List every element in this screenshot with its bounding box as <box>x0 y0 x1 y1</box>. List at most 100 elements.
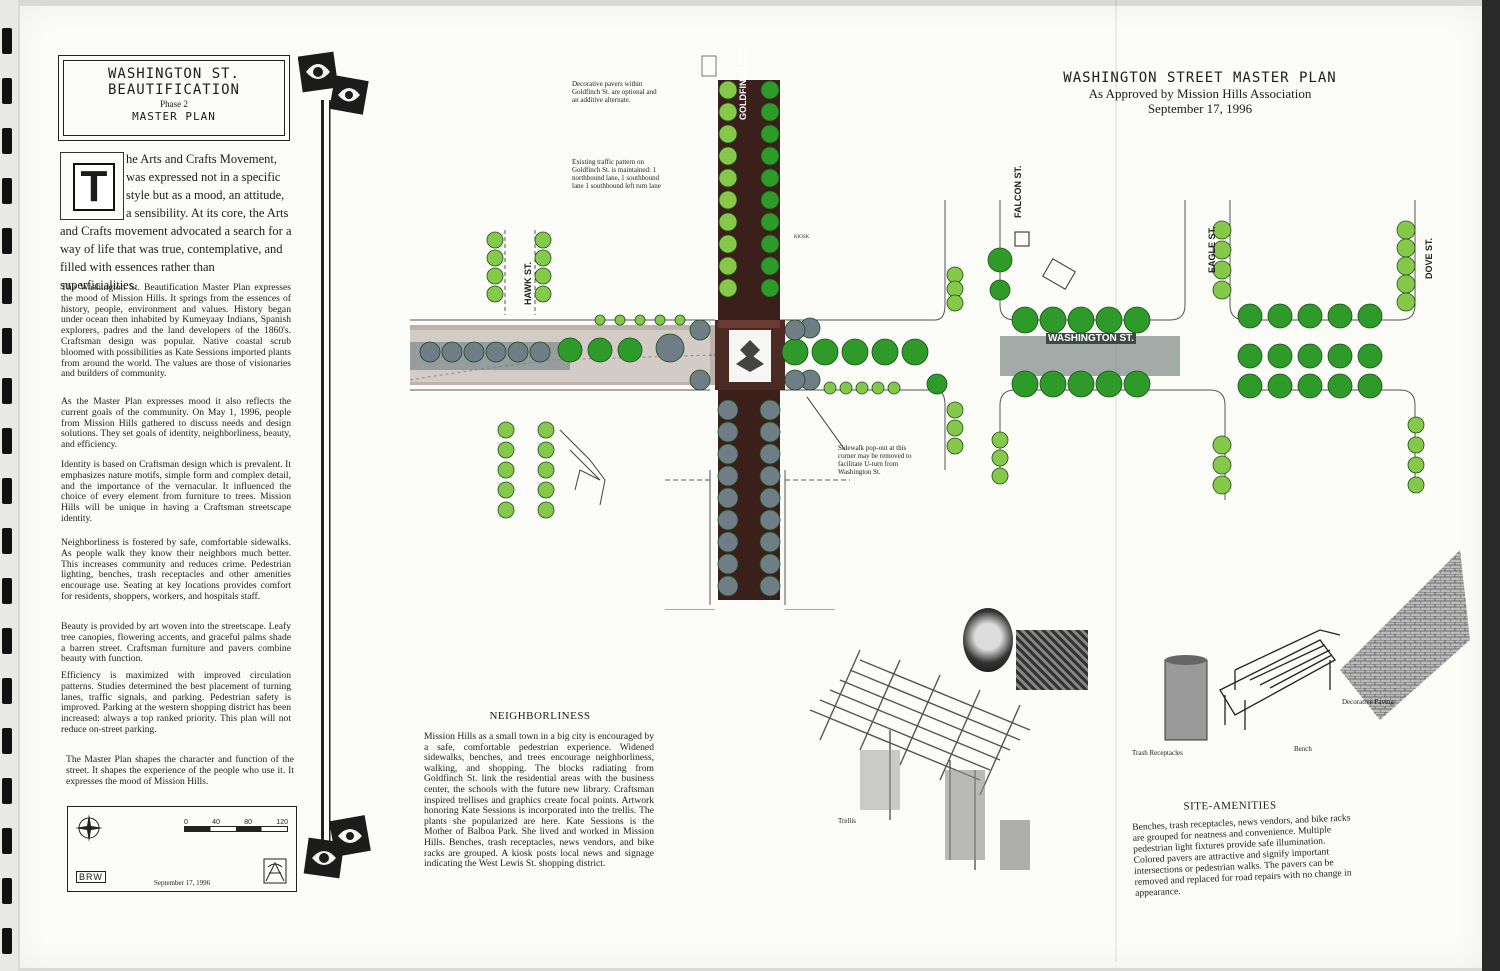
drop-cap-frame: T <box>60 152 124 220</box>
tree-icon <box>811 338 839 366</box>
tree-icon <box>485 341 507 363</box>
tree-icon <box>1396 256 1416 276</box>
site-amenities-heading: SITE-AMENITIES <box>1183 799 1277 813</box>
trellis-caption: Trellis <box>838 817 857 825</box>
tree-icon <box>1396 220 1416 240</box>
binding-ring <box>2 378 12 404</box>
tree-icon <box>654 314 666 326</box>
phase-label: Phase 2 <box>160 99 188 109</box>
plan-subtitle: MASTER PLAN <box>132 110 216 123</box>
tree-icon <box>655 333 685 363</box>
tree-icon <box>537 441 555 459</box>
tree-icon <box>717 509 739 531</box>
tree-icon <box>991 449 1009 467</box>
tree-icon <box>497 461 515 479</box>
binding-ring <box>2 828 12 854</box>
tree-icon <box>759 487 781 509</box>
tree-icon <box>759 443 781 465</box>
binding-ring <box>2 778 12 804</box>
tree-icon <box>594 314 606 326</box>
paving-caption: Decorative Paving <box>1342 698 1394 706</box>
stone-pillar <box>860 750 900 810</box>
tree-icon <box>486 231 504 249</box>
tree-icon <box>718 102 738 122</box>
tree-icon <box>926 373 948 395</box>
tree-icon <box>759 399 781 421</box>
binding-ring <box>2 228 12 254</box>
body-paragraph: Neighborliness is fostered by safe, comf… <box>61 537 291 602</box>
tree-icon <box>463 341 485 363</box>
tree-icon <box>1237 373 1263 399</box>
tree-icon <box>587 337 613 363</box>
right-edge-shadow <box>1482 0 1500 971</box>
tree-icon <box>689 319 711 341</box>
street-plan-map <box>410 55 1425 610</box>
tree-icon <box>1212 220 1232 240</box>
tree-icon <box>497 501 515 519</box>
tree-icon <box>617 337 643 363</box>
tree-icon <box>1297 373 1323 399</box>
tree-icon <box>1039 370 1067 398</box>
tree-icon <box>784 369 806 391</box>
tree-icon <box>946 419 964 437</box>
tree-icon <box>1237 343 1263 369</box>
stone-pillar <box>945 770 985 860</box>
tree-icon <box>1407 456 1425 474</box>
tree-icon <box>1212 240 1232 260</box>
tree-icon <box>717 465 739 487</box>
tree-icon <box>1212 280 1232 300</box>
binding-ring <box>2 678 12 704</box>
tree-icon <box>1212 435 1232 455</box>
body-paragraph: Beauty is provided by art woven into the… <box>61 621 291 665</box>
binding-ring <box>2 928 12 954</box>
tree-icon <box>760 256 780 276</box>
tree-icon <box>1267 373 1293 399</box>
tree-icon <box>1327 303 1353 329</box>
tree-icon <box>1357 343 1383 369</box>
tree-icon <box>557 337 583 363</box>
tree-icon <box>760 212 780 232</box>
kate-sessions-portrait <box>963 608 1013 672</box>
tree-icon <box>759 465 781 487</box>
tree-icon <box>718 124 738 144</box>
tree-icon <box>759 575 781 597</box>
binding-ring <box>2 78 12 104</box>
tree-icon <box>1212 455 1232 475</box>
tree-icon <box>718 190 738 210</box>
body-paragraph: The Washington St. Beautification Master… <box>61 282 291 380</box>
tree-icon <box>507 341 529 363</box>
tree-icon <box>534 231 552 249</box>
tree-icon <box>781 338 809 366</box>
traffic-note: Existing traffic pattern on Goldfinch St… <box>572 158 661 190</box>
tree-icon <box>1237 303 1263 329</box>
plan-title-box: WASHINGTON ST. BEAUTIFICATION Phase 2 MA… <box>58 55 290 141</box>
map-title-block: WASHINGTON STREET MASTER PLAN As Approve… <box>1050 70 1350 116</box>
approval-date: September 17, 1996 <box>1147 101 1253 116</box>
tree-icon <box>1396 274 1416 294</box>
site-amenities-text: Benches, trash receptacles, news vendors… <box>1132 812 1352 899</box>
neighborliness-heading: NEIGHBORLINESS <box>489 710 591 722</box>
popout-note: Sidewalk pop-out at this corner may be r… <box>838 444 912 476</box>
estrada-logo-icon <box>263 858 287 884</box>
tree-icon <box>946 437 964 455</box>
tree-icon <box>871 338 899 366</box>
tree-icon <box>946 294 964 312</box>
amenities-illustration <box>1164 550 1470 741</box>
approval-line: As Approved by Mission Hills Association <box>1088 86 1312 101</box>
tree-icon <box>486 267 504 285</box>
tree-icon <box>1267 303 1293 329</box>
legend-date: September 17, 1996 <box>154 879 211 887</box>
tree-icon <box>1123 306 1151 334</box>
tree-icon <box>419 341 441 363</box>
tree-icon <box>1396 238 1416 258</box>
tree-icon <box>1011 306 1039 334</box>
medallion-motif-icon <box>736 340 764 372</box>
neighborliness-text: Mission Hills as a small town in a big c… <box>424 731 654 870</box>
tree-icon <box>759 531 781 553</box>
binding-ring <box>2 578 12 604</box>
tree-icon <box>1011 370 1039 398</box>
trash-caption: Trash Receptacles <box>1132 749 1183 757</box>
tree-icon <box>989 279 1011 301</box>
binding-ring <box>2 478 12 504</box>
tree-icon <box>887 381 901 395</box>
